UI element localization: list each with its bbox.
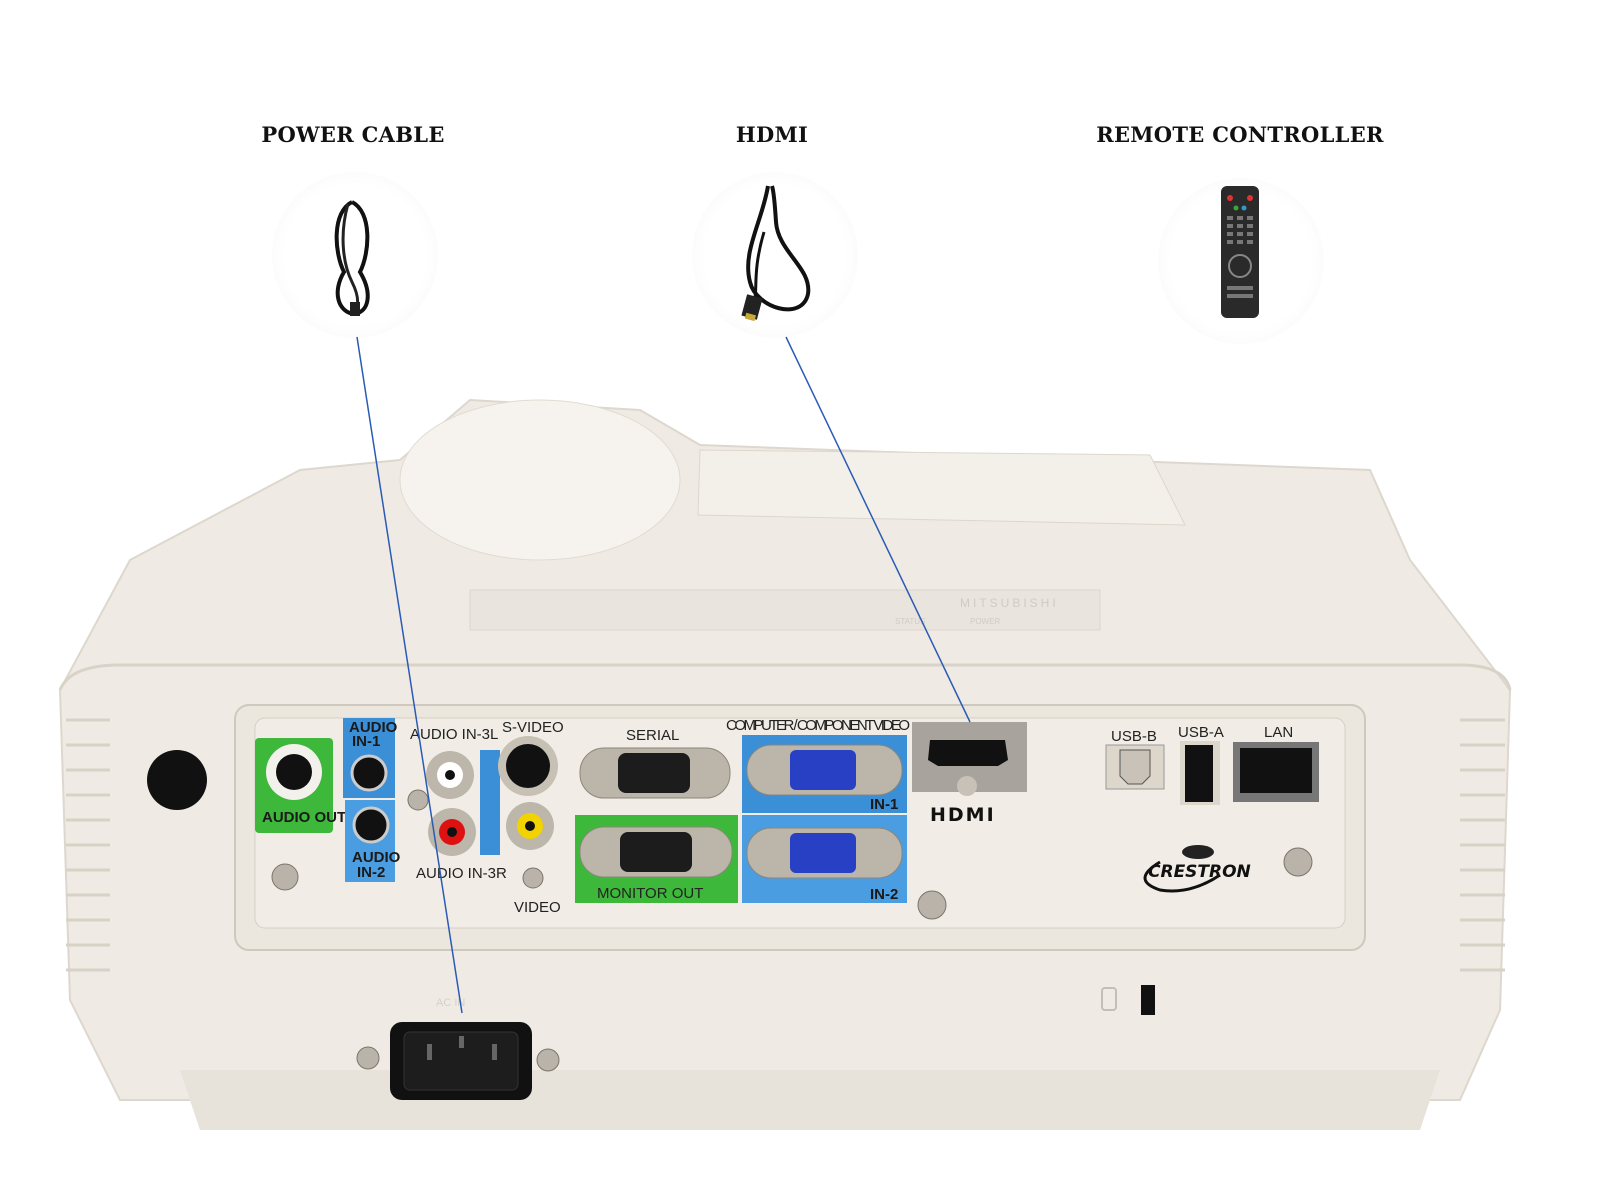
- crestron-logo-text: CRESTRON: [1148, 862, 1251, 882]
- usb-b-label: USB-B: [1111, 728, 1157, 745]
- status-indicator-label: STATUS: [895, 617, 925, 626]
- audio-in-1-port[interactable]: AUDIO IN-1: [343, 718, 398, 798]
- computer-component-video-label: COMPUTER / COMPONENT VIDEO: [726, 717, 910, 734]
- audio-in-2-label-line2: IN-2: [357, 864, 385, 881]
- audio-in-3l-label: AUDIO IN-3L: [410, 726, 498, 743]
- brand-logo: MITSUBISHI: [960, 596, 1059, 610]
- in-2-label: IN-2: [870, 886, 898, 903]
- ac-power-inlet[interactable]: [390, 1022, 532, 1100]
- lan-label: LAN: [1264, 724, 1293, 741]
- video-label: VIDEO: [514, 899, 561, 916]
- serial-label: SERIAL: [626, 727, 679, 744]
- audio-in-3r-port[interactable]: [428, 808, 476, 856]
- computer-in-2-port[interactable]: IN-2: [742, 815, 907, 903]
- remote-controller-label: REMOTE CONTROLLER: [1096, 122, 1384, 147]
- audio-in-3r-label: AUDIO IN-3R: [416, 865, 507, 882]
- monitor-out-port[interactable]: MONITOR OUT: [575, 815, 738, 903]
- crestron-logo: CRESTRON: [1143, 845, 1251, 893]
- remote-controller-icon: [1221, 186, 1259, 318]
- power-cable-callout-line: [356, 336, 463, 1014]
- ac-in-label: AC IN: [436, 997, 465, 1009]
- hdmi-cable-thumbnail: [692, 172, 858, 338]
- hdmi-port[interactable]: [912, 722, 1027, 796]
- remote-controller-thumbnail: [1158, 178, 1324, 344]
- monitor-out-label: MONITOR OUT: [597, 885, 703, 902]
- in-1-label: IN-1: [870, 796, 898, 813]
- power-indicator-label: POWER: [970, 617, 1000, 626]
- hdmi-port-label: HDMI: [930, 804, 996, 826]
- hdmi-callout-line: [785, 336, 971, 723]
- audio-in-2-port[interactable]: AUDIO IN-2: [345, 800, 401, 882]
- s-video-label: S-VIDEO: [502, 719, 564, 736]
- computer-in-1-port[interactable]: IN-1: [742, 735, 907, 813]
- usb-a-port[interactable]: [1180, 741, 1220, 805]
- audio-in-1-label-line1: AUDIO: [349, 719, 398, 736]
- kensington-lock-slot[interactable]: [1101, 985, 1155, 1015]
- hdmi-cable-icon: [741, 185, 811, 322]
- audio-in-2-label-line1: AUDIO: [352, 849, 401, 866]
- power-cable-thumbnail: [272, 172, 438, 338]
- s-video-port[interactable]: [498, 736, 558, 796]
- audio-out-label: AUDIO OUT: [262, 809, 346, 826]
- hdmi-label: HDMI: [735, 122, 809, 147]
- usb-a-label: USB-A: [1178, 724, 1224, 741]
- audio-in-3l-port[interactable]: [426, 751, 474, 799]
- audio-in-1-label-line2: IN-1: [352, 733, 380, 750]
- power-cable-label: POWER CABLE: [261, 122, 445, 147]
- lan-port[interactable]: [1233, 742, 1319, 802]
- usb-b-port[interactable]: [1105, 744, 1165, 790]
- panel-screws: [271, 789, 1313, 1072]
- serial-port[interactable]: [579, 747, 731, 799]
- port-panel: AUDIO OUT AUDIO IN-1 AUDIO IN-2 AUDIO IN…: [234, 704, 1366, 1072]
- video-port[interactable]: [506, 802, 554, 850]
- ir-receiver: [147, 750, 207, 810]
- power-cable-icon: [334, 200, 370, 317]
- audio-out-port[interactable]: AUDIO OUT: [255, 738, 346, 833]
- lock-icon: [1101, 987, 1117, 1011]
